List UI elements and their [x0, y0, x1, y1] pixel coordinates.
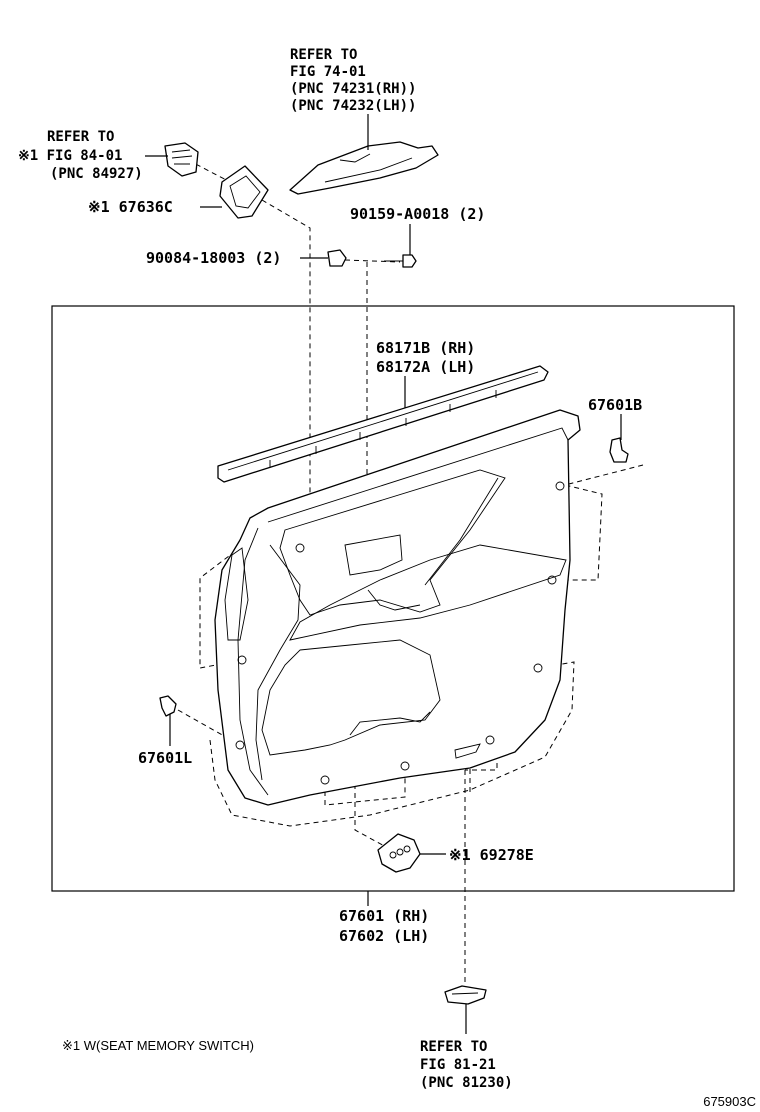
label-clip-lower: 67601L: [138, 749, 192, 767]
switch-bezel: [219, 165, 269, 219]
clip-lower: [159, 695, 177, 717]
label-switch-cover: ※1 69278E: [449, 846, 534, 864]
window-switch: [164, 142, 199, 177]
reference-fig74: REFER TO FIG 74-01 (PNC 74231(RH)) (PNC …: [290, 47, 416, 114]
clip-upper: [609, 437, 629, 463]
screw: [384, 254, 417, 268]
upper-armrest-panel: [289, 141, 439, 195]
label-panel-lh: 67602 (LH): [339, 927, 429, 945]
bottom-cover: [444, 985, 487, 1005]
label-clip-upper: 67601B: [588, 396, 642, 414]
label-nut: 90084-18003 (2): [146, 249, 281, 267]
ref-fig74-line3: (PNC 74231(RH)): [290, 81, 416, 97]
label-screw: 90159-A0018 (2): [350, 205, 485, 223]
clip-nut: [327, 249, 347, 267]
label-bezel: ※1 67636C: [88, 198, 173, 216]
ref-fig84-line1: REFER TO: [47, 129, 114, 145]
footnote: ※1 W(SEAT MEMORY SWITCH): [62, 1038, 254, 1053]
guide-lines: [177, 159, 644, 990]
assembly-frame: [51, 305, 735, 892]
ref-fig81-line2: FIG 81-21: [420, 1057, 496, 1073]
ref-fig84-line2: ※1 FIG 84-01: [18, 148, 122, 164]
ref-fig74-line1: REFER TO: [290, 47, 357, 63]
ref-fig74-line2: FIG 74-01: [290, 64, 366, 80]
label-weatherstrip-rh: 68171B (RH): [376, 339, 475, 357]
reference-fig81: REFER TO FIG 81-21 (PNC 81230): [420, 1039, 513, 1091]
ref-fig74-line4: (PNC 74232(LH)): [290, 98, 416, 114]
switch-cover: [377, 833, 421, 873]
figure-code: 675903C: [703, 1094, 756, 1109]
reference-fig84: REFER TO ※1 FIG 84-01 (PNC 84927): [18, 129, 143, 182]
label-panel-rh: 67601 (RH): [339, 907, 429, 925]
ref-fig81-line3: (PNC 81230): [420, 1075, 513, 1091]
door-trim-panel: [214, 409, 581, 806]
label-weatherstrip-lh: 68172A (LH): [376, 358, 475, 376]
weatherstrip: [217, 365, 549, 483]
ref-fig81-line1: REFER TO: [420, 1039, 487, 1055]
ref-fig84-line3: (PNC 84927): [50, 166, 143, 182]
